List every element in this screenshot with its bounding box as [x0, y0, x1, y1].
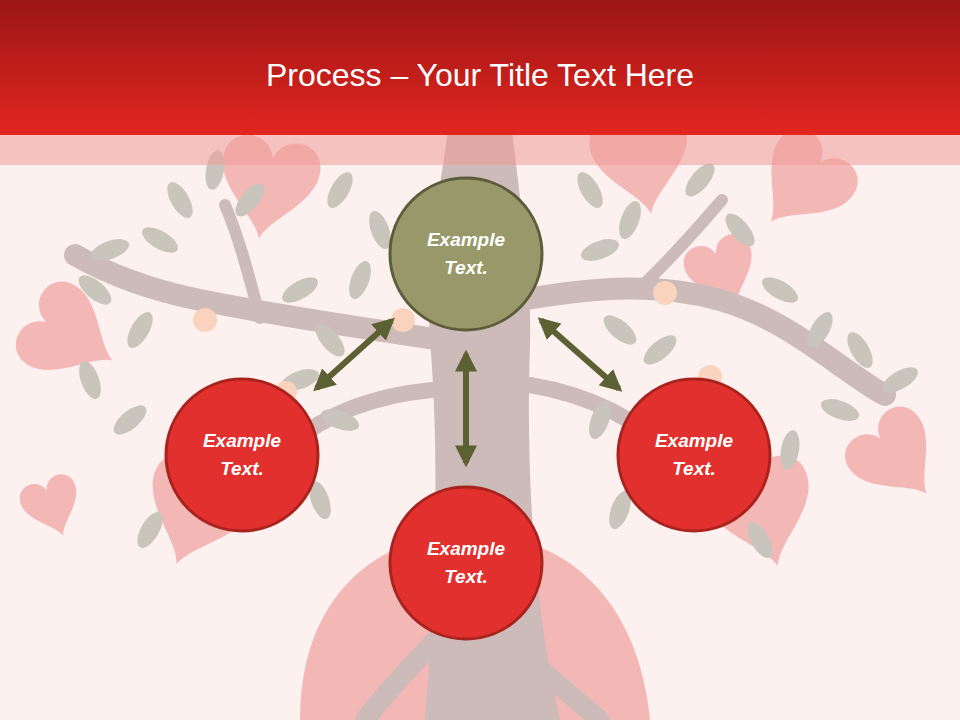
circle-body: Example Text.: [414, 226, 518, 283]
process-circle: Example Text.: [616, 377, 772, 533]
circle-label: Example Text.: [190, 427, 294, 484]
tree-trunk: [75, 130, 885, 720]
process-circle: Example Text.: [164, 377, 320, 533]
circle-shape: [390, 178, 542, 330]
circle-outline: [388, 176, 544, 332]
circle-shape: [166, 379, 318, 531]
double-arrow: [316, 321, 391, 388]
header-band: [0, 135, 960, 165]
circle-label: Example Text.: [414, 535, 518, 592]
process-circle: Example Text.: [388, 485, 544, 641]
process-circle: Example Text.: [388, 176, 544, 332]
circle-label: Example Text.: [642, 427, 746, 484]
circle-outline: [616, 377, 772, 533]
circle-outline: [388, 485, 544, 641]
circle-shape: [618, 379, 770, 531]
header-bar: [0, 0, 960, 135]
circle-label: Example Text.: [414, 226, 518, 283]
double-arrow: [463, 354, 469, 463]
hearts: [8, 106, 960, 720]
slide-title: Process – Your Title Text Here: [0, 50, 960, 100]
double-arrow: [541, 320, 619, 389]
circle-body: Example Text.: [414, 535, 518, 592]
circle-outline: [164, 377, 320, 533]
circle-shape: [390, 487, 542, 639]
circle-body: Example Text.: [642, 427, 746, 484]
circle-body: Example Text.: [190, 427, 294, 484]
